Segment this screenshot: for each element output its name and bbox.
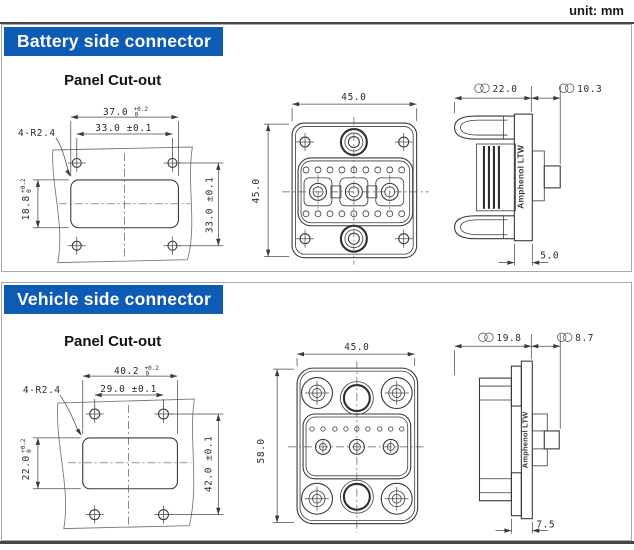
vehicle-cutout-title: Panel Cut-out — [64, 333, 161, 350]
unit-label: unit: mm — [569, 3, 624, 18]
top-rule — [0, 22, 634, 24]
battery-side-panel-thk: 5.0 — [540, 251, 559, 262]
battery-dim-37-tol-bot: 0 — [135, 112, 139, 119]
vehicle-front-width: 45.0 — [344, 342, 369, 353]
vehicle-dim-29: 29.0 ±0.1 — [100, 384, 157, 395]
vehicle-section: Panel Cut-out 40.2 +0.2 0 — [1, 282, 632, 541]
vehicle-side-panel-thk: 7.5 — [536, 520, 555, 531]
diameter-symbol — [559, 83, 575, 93]
battery-dim-37-tol-top: +0.2 — [134, 106, 149, 113]
battery-corner-radius-label: 4-R2.4 — [18, 128, 56, 139]
battery-side-tip: 10.3 — [577, 84, 602, 95]
battery-panel-cutout-drawing: 37.0 +0.2 0 33.0 ±0.1 4-R2.4 18.8 +0.2 0 — [18, 106, 224, 264]
vehicle-front-height: 58.0 — [256, 438, 267, 463]
vehicle-header: Vehicle side connector — [4, 285, 223, 314]
vehicle-panel-cutout-drawing: 40.2 +0.2 0 29.0 ±0.1 4-R2.4 22.0 +0.2 0 — [20, 365, 224, 530]
battery-dim-37: 37.0 — [103, 107, 128, 118]
vehicle-side-brand: Amphenol LTW — [520, 411, 529, 468]
battery-front-height: 45.0 — [251, 178, 262, 203]
battery-cutout-title: Panel Cut-out — [64, 72, 161, 89]
vehicle-drawings: Panel Cut-out 40.2 +0.2 0 — [20, 332, 594, 534]
battery-dim-33v: 33.0 ±0.1 — [204, 177, 215, 234]
vehicle-header-label: Vehicle side connector — [17, 289, 212, 309]
diameter-symbol — [478, 332, 494, 342]
battery-drawings: Panel Cut-out — [18, 72, 602, 266]
diameter-symbol — [557, 332, 573, 342]
battery-section: Panel Cut-out — [1, 24, 632, 272]
vehicle-side-view-drawing: 19.8 8.7 — [454, 332, 594, 534]
battery-front-signal-pins — [302, 166, 406, 218]
battery-dim-33h: 33.0 ±0.1 — [95, 123, 152, 134]
vehicle-side-depth: 19.8 — [496, 333, 521, 344]
vehicle-front-corner-bosses — [300, 377, 413, 515]
vehicle-dim-22-tol-top: +0.2 — [20, 438, 27, 453]
vehicle-dim-22: 22.0 — [21, 455, 32, 480]
battery-front-corner-holes — [296, 133, 413, 248]
vehicle-dim-402: 40.2 — [114, 366, 139, 377]
battery-dim-188: 18.8 — [21, 195, 32, 220]
vehicle-dim-402-tol-bot: 0 — [146, 371, 150, 378]
vehicle-side-body — [478, 360, 560, 520]
battery-front-view-drawing: 45.0 45.0 — [251, 92, 429, 265]
battery-side-brand: Amphenol LTW — [515, 145, 525, 209]
battery-dim-188-tol-bot: 0 — [26, 189, 33, 193]
battery-side-view-drawing: 22.0 10.3 — [454, 83, 602, 266]
diameter-symbol — [474, 83, 490, 93]
vehicle-side-tip: 8.7 — [575, 333, 594, 344]
vehicle-dim-42: 42.0 ±0.1 — [203, 436, 214, 493]
battery-front-width: 45.0 — [341, 92, 366, 103]
battery-dim-188-tol-top: +0.2 — [20, 178, 27, 193]
vehicle-dim-22-tol-bot: 0 — [26, 449, 33, 453]
battery-header: Battery side connector — [4, 27, 223, 56]
battery-header-label: Battery side connector — [17, 31, 212, 51]
vehicle-dim-402-tol-top: +0.2 — [145, 365, 160, 372]
vehicle-front-view-drawing: 45.0 58.0 — [256, 342, 425, 533]
bottom-rule — [0, 541, 634, 544]
vehicle-corner-radius-label: 4-R2.4 — [23, 385, 61, 396]
battery-cutout-holes — [67, 153, 182, 255]
battery-side-body — [454, 113, 561, 242]
vehicle-cutout-holes — [85, 405, 173, 524]
battery-side-depth: 22.0 — [492, 84, 517, 95]
